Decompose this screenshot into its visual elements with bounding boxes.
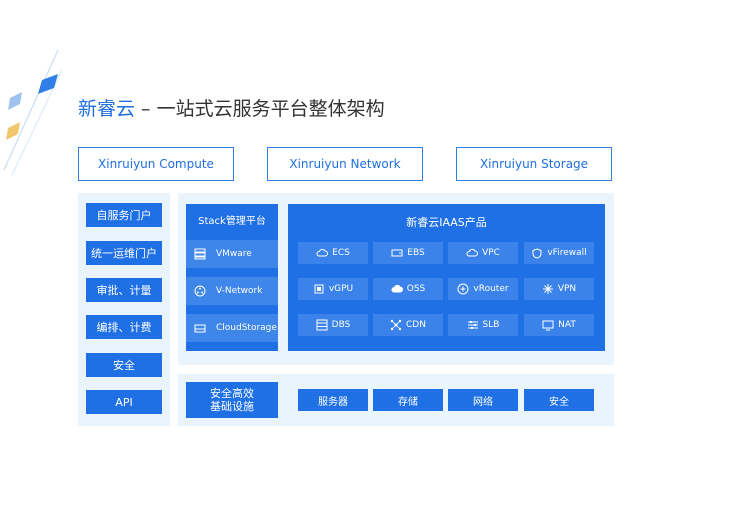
stack-item-label: VMware xyxy=(216,249,252,259)
cloud-icon xyxy=(466,247,479,259)
left-panel xyxy=(78,193,170,426)
infra-item-network[interactable]: 网络 xyxy=(448,389,518,411)
decorative-corner-graphic xyxy=(3,49,63,176)
shield-icon xyxy=(531,247,543,259)
iaas-item-slb[interactable]: SLB xyxy=(448,314,518,336)
cdn-icon xyxy=(390,319,402,331)
iaas-item-label: vRouter xyxy=(473,284,509,294)
stack-item-v-network[interactable]: V-Network xyxy=(186,277,278,305)
storage-drive-icon xyxy=(194,322,206,334)
iaas-item-label: vGPU xyxy=(328,284,354,294)
storage-box: Xinruiyun Storage xyxy=(456,147,612,181)
iaas-item-label: CDN xyxy=(406,320,426,330)
compute-box: Xinruiyun Compute xyxy=(78,147,234,181)
page-title: 新睿云 – 一站式云服务平台整体架构 xyxy=(78,94,385,121)
cloud-icon xyxy=(316,247,329,259)
network-box: Xinruiyun Network xyxy=(267,147,423,181)
title-brand: 新睿云 xyxy=(78,98,136,120)
stack-item-label: CloudStorage xyxy=(216,323,277,333)
iaas-item-vgpu[interactable]: vGPU xyxy=(298,278,368,300)
title-text: – 一站式云服务平台整体架构 xyxy=(135,98,385,120)
iaas-item-ecs[interactable]: ECS xyxy=(298,242,368,264)
iaas-item-label: SLB xyxy=(482,320,500,330)
iaas-title: 新睿云IAAS产品 xyxy=(406,216,487,229)
iaas-item-cdn[interactable]: CDN xyxy=(373,314,443,336)
iaas-item-label: VPN xyxy=(557,284,577,294)
iaas-item-dbs[interactable]: DBS xyxy=(298,314,368,336)
cloud-icon xyxy=(391,283,403,295)
iaas-item-ebs[interactable]: EBS xyxy=(373,242,443,264)
infra-item-storage[interactable]: 存储 xyxy=(373,389,443,411)
stack-item-cloudstorage[interactable]: CloudStorage xyxy=(186,314,278,342)
iaas-item-label: DBS xyxy=(331,320,351,330)
database-icon xyxy=(316,319,328,331)
stack-item-label: V-Network xyxy=(216,286,263,296)
router-icon xyxy=(457,283,469,295)
self-service-portal-button[interactable]: 自服务门户 xyxy=(86,203,162,227)
orchestration-billing-button[interactable]: 编排、计费 xyxy=(86,315,162,339)
stack-item-vmware[interactable]: VMware xyxy=(186,240,278,268)
iaas-item-label: VPC xyxy=(482,248,500,258)
infrastructure-title-line2: 基础设施 xyxy=(210,400,254,413)
disk-icon xyxy=(391,247,403,259)
infrastructure-title-line1: 安全高效 xyxy=(210,387,254,400)
iaas-item-label: NAT xyxy=(558,320,576,330)
iaas-item-vrouter[interactable]: vRouter xyxy=(448,278,518,300)
server-icon xyxy=(194,248,206,260)
iaas-item-label: OSS xyxy=(406,284,426,294)
iaas-item-oss[interactable]: OSS xyxy=(373,278,443,300)
network-nodes-icon xyxy=(194,285,206,297)
monitor-icon xyxy=(542,319,554,331)
iaas-item-nat[interactable]: NAT xyxy=(524,314,594,336)
infra-item-security[interactable]: 安全 xyxy=(524,389,594,411)
security-button[interactable]: 安全 xyxy=(86,353,162,377)
infrastructure-title: 安全高效 基础设施 xyxy=(186,382,278,418)
iaas-item-vfirewall[interactable]: vFirewall xyxy=(524,242,594,264)
approval-metering-button[interactable]: 审批、计量 xyxy=(86,278,162,302)
iaas-item-label: vFirewall xyxy=(547,248,587,258)
iaas-item-label: EBS xyxy=(407,248,425,258)
iaas-item-label: ECS xyxy=(332,248,350,258)
slider-icon xyxy=(467,319,479,331)
iaas-item-vpc[interactable]: VPC xyxy=(448,242,518,264)
gpu-chip-icon xyxy=(313,283,325,295)
iaas-item-vpn[interactable]: VPN xyxy=(524,278,594,300)
infra-item-server[interactable]: 服务器 xyxy=(298,389,368,411)
stack-title: Stack管理平台 xyxy=(198,216,266,227)
ops-portal-button[interactable]: 统一运维门户 xyxy=(86,241,162,265)
vpn-icon xyxy=(542,283,554,295)
api-button[interactable]: API xyxy=(86,390,162,414)
